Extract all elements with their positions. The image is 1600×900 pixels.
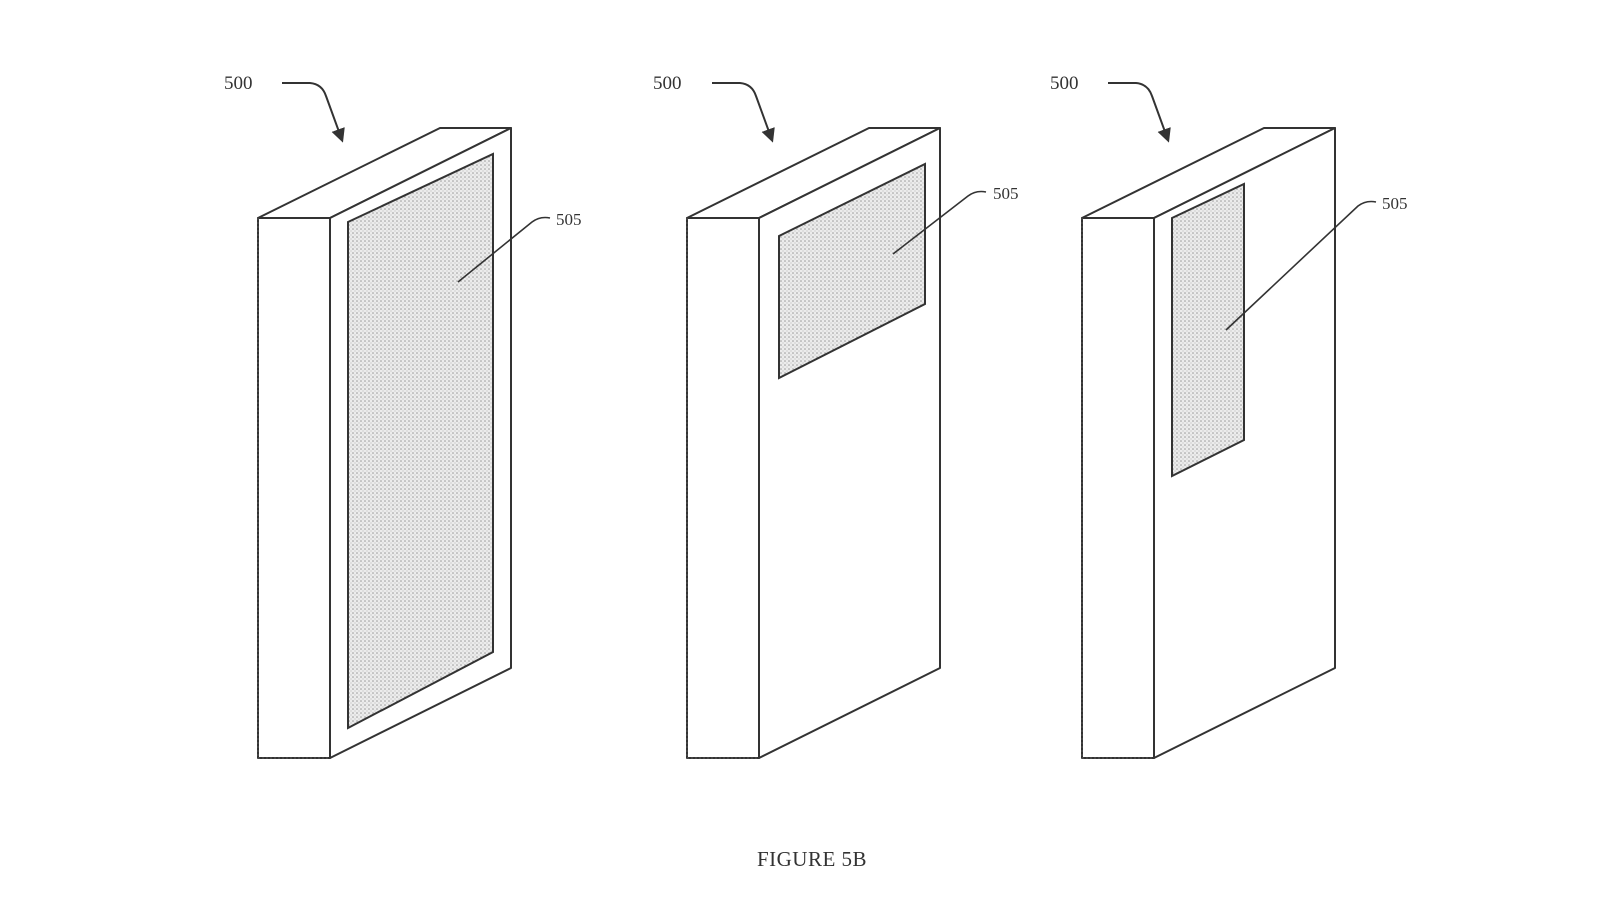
device-2-hidden-edge	[686, 218, 759, 759]
device-1-leader-line	[457, 216, 551, 283]
device-3-leader-line	[1225, 200, 1377, 331]
device-3-ref-arrow	[1108, 82, 1171, 143]
device-1: 505 500	[224, 73, 582, 759]
device-2-display-area	[778, 162, 926, 380]
device-2: 505 500	[653, 73, 1019, 759]
device-1-display-area	[347, 152, 494, 730]
device-1-hidden-edge	[257, 218, 330, 759]
device-3-ref-label: 500	[1050, 73, 1079, 94]
device-2-side-face	[686, 217, 760, 759]
figure-caption: FIGURE 5B	[757, 847, 867, 871]
device-2-ref-arrow	[712, 82, 775, 143]
device-1-side-face	[257, 217, 331, 759]
device-3-display-area	[1171, 182, 1245, 478]
device-1-display-label: 505	[556, 210, 582, 229]
device-2-display-label: 505	[993, 184, 1019, 203]
device-2-ref-label: 500	[653, 73, 682, 94]
device-1-ref-label: 500	[224, 73, 253, 94]
device-3: 505 500	[1050, 73, 1408, 759]
device-3-hidden-edge	[1081, 218, 1154, 759]
device-1-ref-arrow	[282, 82, 345, 143]
device-2-leader-line	[892, 190, 987, 255]
device-3-side-face	[1081, 217, 1155, 759]
device-3-display-label: 505	[1382, 194, 1408, 213]
